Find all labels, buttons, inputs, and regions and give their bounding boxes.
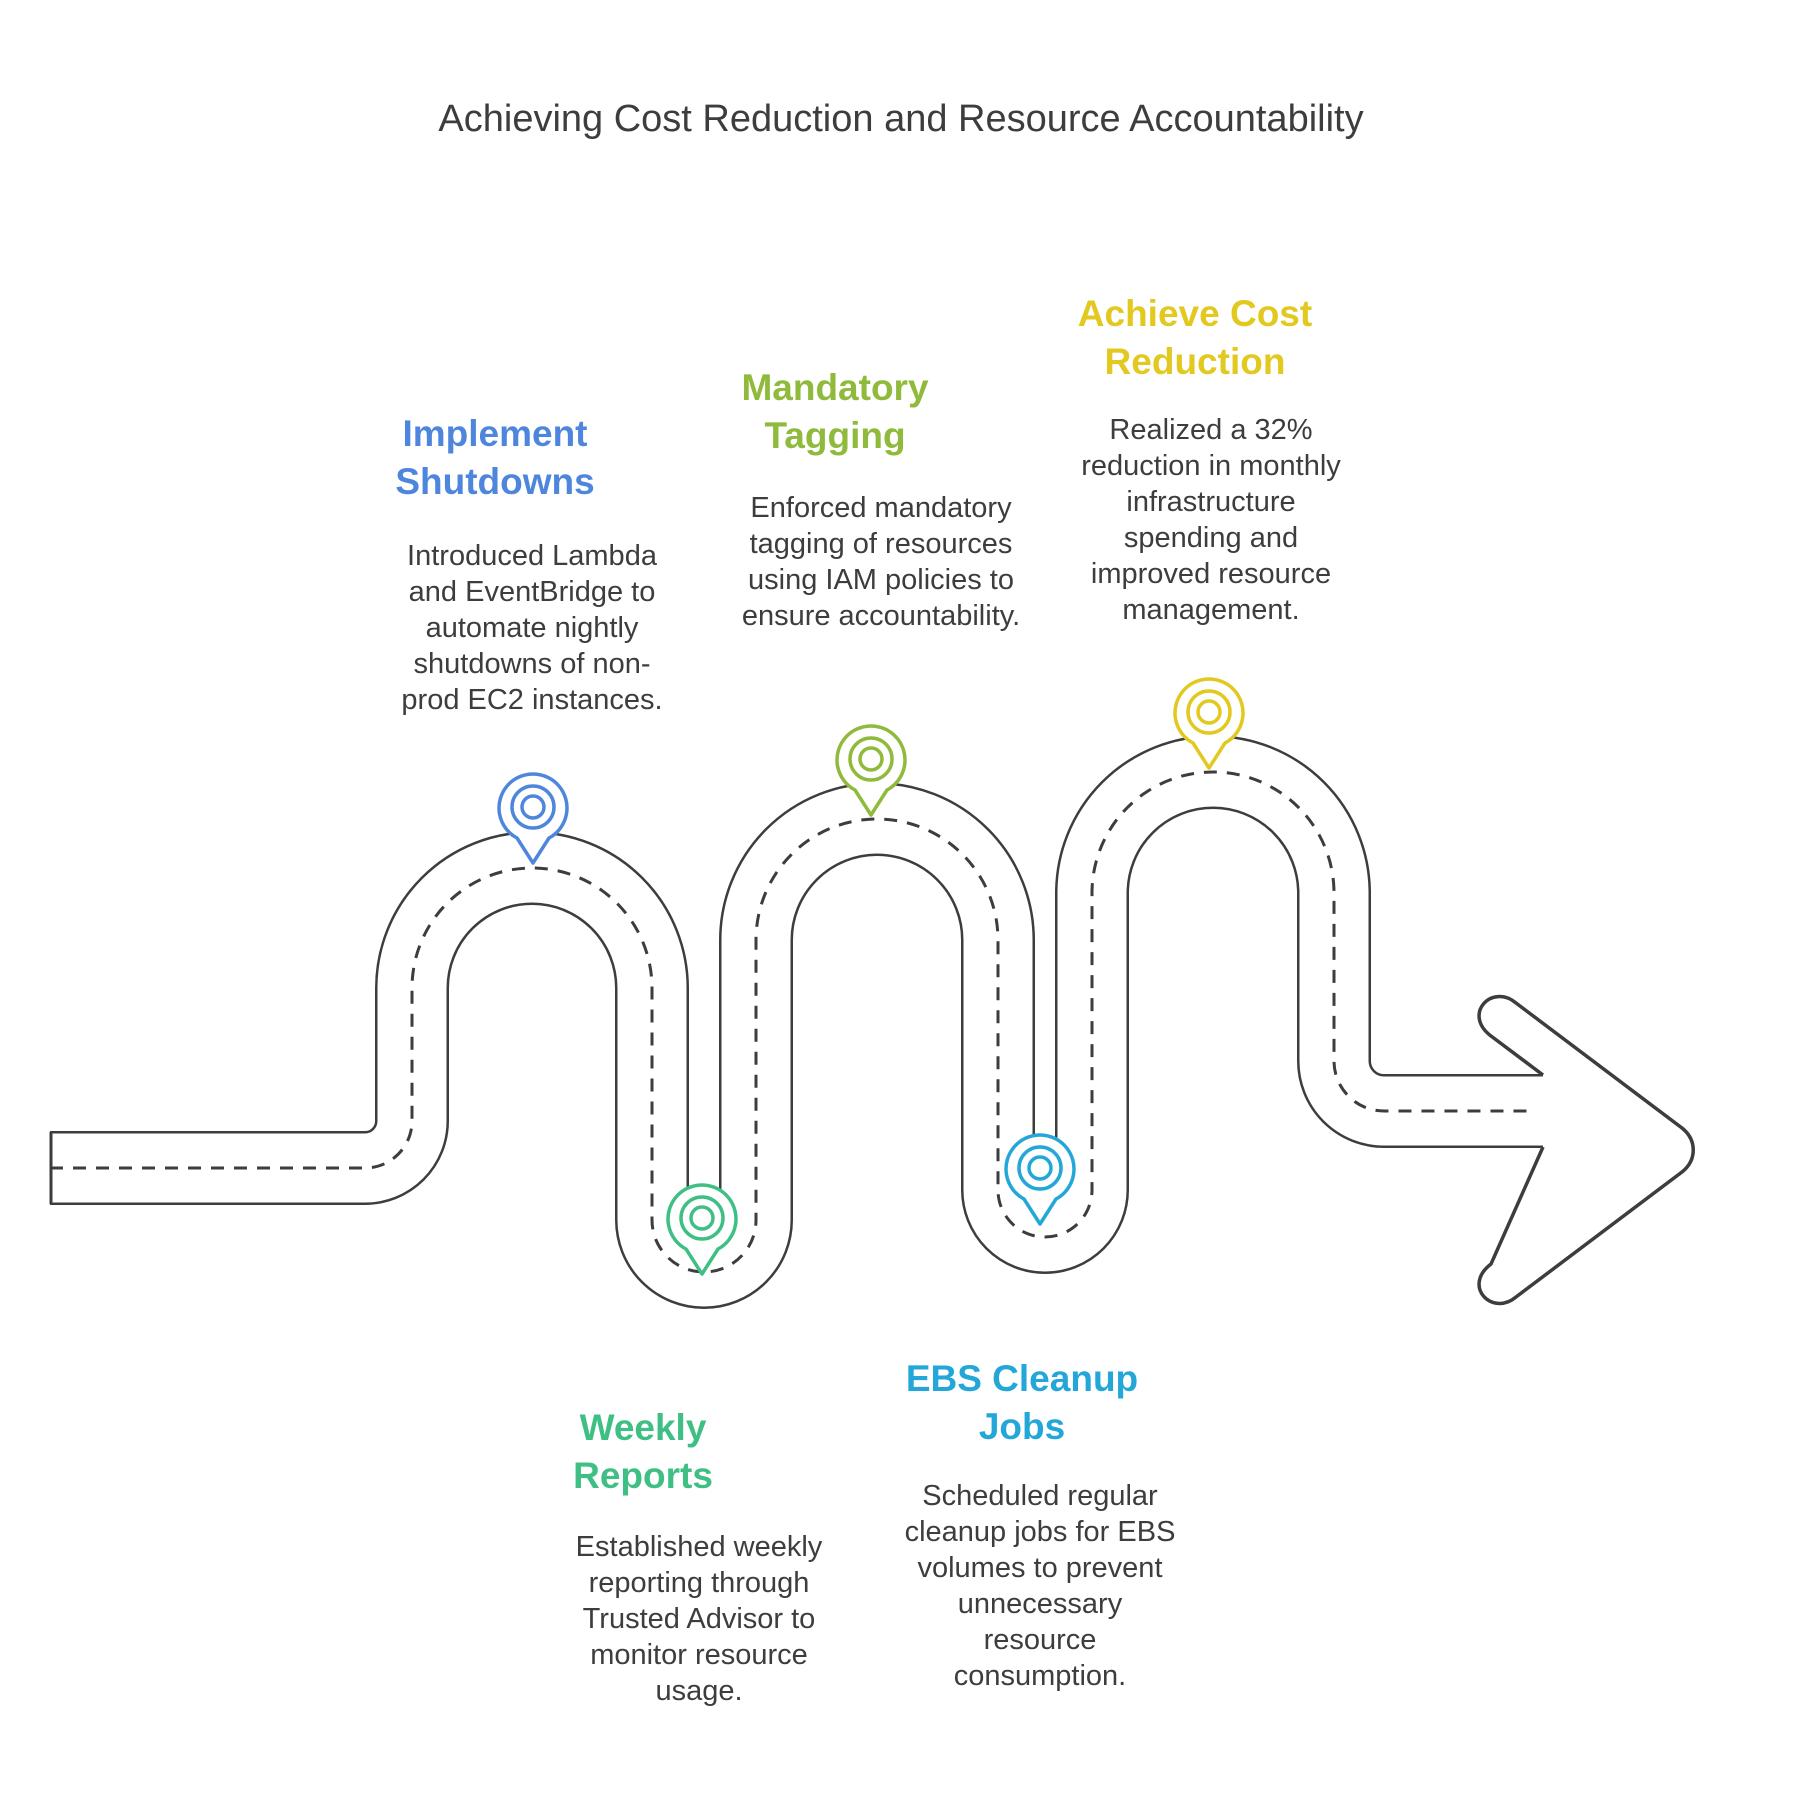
milestone-heading: EBS Cleanup Jobs: [905, 1358, 1139, 1447]
milestone-description: Established weekly reporting through Tru…: [575, 1531, 823, 1707]
milestone-description: Scheduled regular cleanup jobs for EBS v…: [904, 1480, 1176, 1692]
road-surface: [50, 737, 1545, 1307]
road-center-line: [50, 770, 1545, 1274]
location-pin-icon: [835, 724, 907, 817]
arrow-gap-fill: [1530, 1077, 1546, 1145]
milestone-description: Introduced Lambda and EventBridge to aut…: [401, 540, 663, 716]
location-pin-icon: [1004, 1133, 1076, 1226]
milestone-heading: Implement Shutdowns: [395, 413, 595, 502]
milestone-heading: Achieve Cost Reduction: [1077, 293, 1313, 382]
milestone-heading: Weekly Reports: [573, 1407, 713, 1496]
location-pin-icon: [666, 1183, 738, 1276]
milestone-description: Enforced mandatory tagging of resources …: [741, 492, 1021, 632]
milestone-description: Realized a 32% reduction in monthly infr…: [1081, 414, 1341, 626]
location-pin-icon: [1173, 677, 1245, 770]
road-arrow-head-icon: [1477, 995, 1695, 1305]
location-pin-icon: [497, 772, 569, 865]
diagram-title: Achieving Cost Reduction and Resource Ac…: [438, 98, 1364, 140]
milestone-heading: Mandatory Tagging: [741, 367, 929, 456]
